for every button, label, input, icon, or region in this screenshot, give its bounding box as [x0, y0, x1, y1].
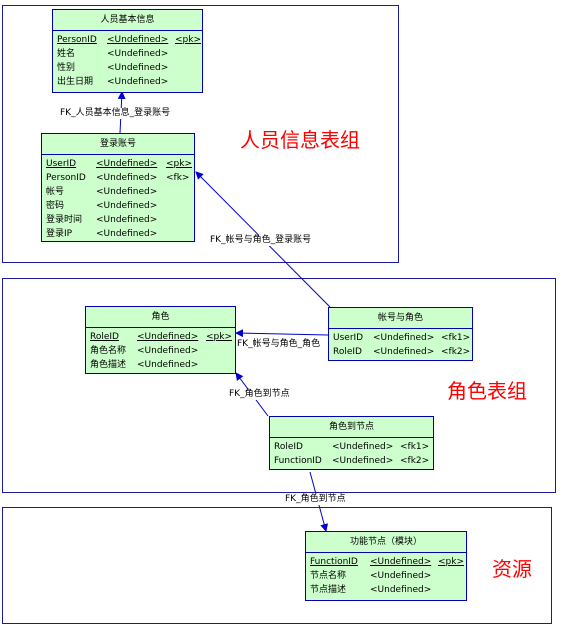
column-row: FunctionID<Undefined><fk2>	[274, 456, 430, 466]
group-label-role: 角色表组	[447, 379, 527, 403]
column-row: UserID<Undefined><fk1>	[333, 333, 471, 343]
column-row: 登录IP<Undefined>	[46, 229, 158, 239]
group-label-person-info: 人员信息表组	[240, 128, 360, 152]
group-role	[2, 278, 556, 493]
entity-login-account[interactable]: 登录账号 UserID<Undefined><pk> PersonID<Unde…	[41, 133, 195, 242]
rel-label-account-role: FK_帐号与角色_角色	[236, 339, 322, 350]
column-row: UserID<Undefined><pk>	[46, 159, 193, 169]
entity-role-node[interactable]: 角色到节点 RoleID<Undefined><fk1> FunctionID<…	[269, 416, 434, 470]
entity-title: 人员基本信息	[53, 10, 202, 31]
entity-title: 角色到节点	[270, 417, 433, 438]
entity-title: 登录账号	[42, 134, 194, 155]
group-person-info	[2, 5, 399, 263]
column-row: FunctionID<Undefined><pk>	[310, 557, 465, 567]
entity-role[interactable]: 角色 RoleID<Undefined><pk> 角色名称<Undefined>…	[85, 306, 236, 374]
entity-title: 角色	[86, 307, 235, 328]
column-row: RoleID<Undefined><pk>	[90, 332, 233, 342]
group-resource	[2, 507, 552, 624]
column-row: PersonID<Undefined><fk>	[46, 173, 190, 183]
column-row: 节点描述<Undefined>	[310, 585, 432, 595]
column-row: PersonID<Undefined><pk>	[57, 35, 202, 45]
line-account-role	[235, 329, 329, 338]
column-row: 性别<Undefined>	[57, 63, 169, 73]
column-row: RoleID<Undefined><fk2>	[333, 347, 471, 357]
entity-person-info[interactable]: 人员基本信息 PersonID<Undefined><pk> 姓名<Undefi…	[52, 9, 203, 93]
column-row: RoleID<Undefined><fk1>	[274, 442, 430, 452]
column-row: 出生日期<Undefined>	[57, 77, 169, 87]
rel-label-person-login: FK_人员基本信息_登录账号	[59, 108, 172, 119]
group-label-resource: 资源	[492, 557, 532, 581]
rel-label-rolenode-function: FK_角色到节点	[284, 494, 347, 505]
column-row: 角色名称<Undefined>	[90, 346, 199, 356]
entity-account-role[interactable]: 帐号与角色 UserID<Undefined><fk1> RoleID<Unde…	[328, 307, 473, 361]
column-row: 节点名称<Undefined>	[310, 571, 432, 581]
rel-label-rolenode-role: FK_角色到节点	[228, 389, 291, 400]
entity-title: 帐号与角色	[329, 308, 472, 329]
column-row: 密码<Undefined>	[46, 201, 158, 211]
rel-label-account-login: FK_帐号与角色_登录账号	[209, 235, 313, 246]
entity-function-node[interactable]: 功能节点（模块） FunctionID<Undefined><pk> 节点名称<…	[305, 531, 467, 601]
column-row: 角色描述<Undefined>	[90, 360, 199, 370]
column-row: 登录时间<Undefined>	[46, 215, 158, 225]
entity-title: 功能节点（模块）	[306, 532, 466, 553]
column-row: 姓名<Undefined>	[57, 49, 169, 59]
column-row: 帐号<Undefined>	[46, 187, 158, 197]
